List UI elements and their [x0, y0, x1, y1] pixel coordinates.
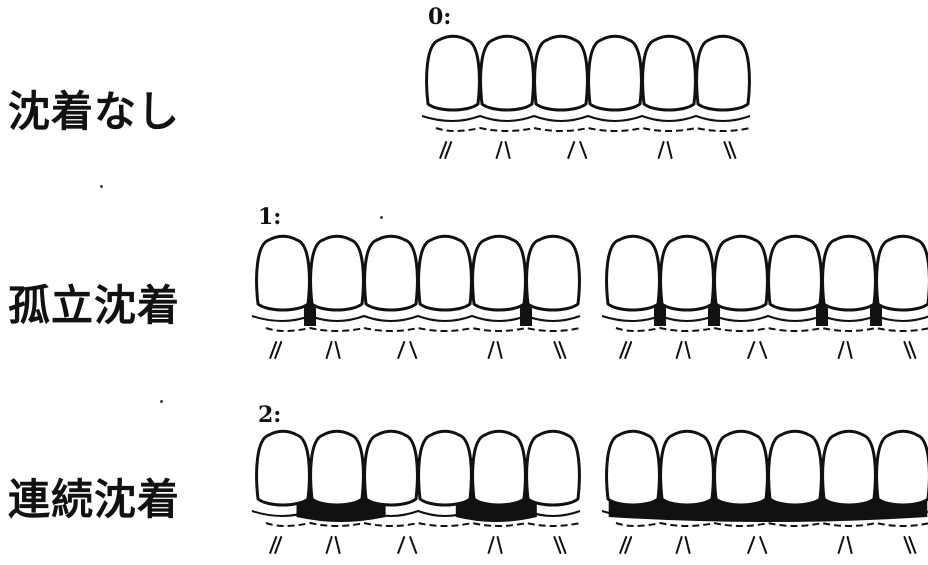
tooth: [419, 236, 472, 310]
tooth: [823, 236, 876, 310]
scan-speck: [380, 216, 383, 219]
tooth: [473, 236, 526, 310]
root-mark: [748, 537, 766, 553]
root-mark: [839, 537, 852, 553]
tooth: [427, 36, 480, 110]
teeth-illustration-grade1-b: [600, 230, 928, 370]
tooth: [527, 236, 580, 310]
tooth: [607, 236, 660, 310]
tooth: [877, 236, 928, 310]
tooth: [311, 431, 364, 505]
root-mark: [327, 537, 340, 553]
root-mark: [398, 342, 416, 358]
gum-contour-dashed: [266, 523, 580, 526]
teeth-illustration-grade1-a: [250, 230, 590, 370]
root-mark: [568, 142, 586, 158]
gum-contour-dashed: [266, 328, 580, 331]
teeth-illustration-grade2-b: [600, 425, 928, 565]
root-mark: [489, 342, 502, 358]
scan-speck: [160, 400, 163, 403]
root-mark: [659, 142, 672, 158]
tooth: [257, 431, 310, 505]
root-mark: [620, 342, 631, 358]
teeth-illustration-grade2-a: [250, 425, 590, 565]
tooth: [661, 236, 714, 310]
root-mark: [677, 537, 690, 553]
root-mark: [270, 537, 281, 553]
grade-label-1: 1:: [258, 204, 281, 230]
tooth: [365, 236, 418, 310]
tooth: [365, 431, 418, 505]
tooth: [715, 431, 768, 505]
root-mark: [677, 342, 690, 358]
tooth: [419, 431, 472, 505]
root-mark: [554, 537, 565, 553]
root-mark: [620, 537, 631, 553]
tooth: [311, 236, 364, 310]
tooth: [823, 431, 876, 505]
tooth: [697, 36, 750, 110]
category-label-isolated: 孤立沈着: [8, 272, 180, 333]
gum-contour-dashed: [436, 128, 750, 131]
tooth: [527, 431, 580, 505]
tooth: [715, 236, 768, 310]
root-mark: [327, 342, 340, 358]
root-mark: [270, 342, 281, 358]
scan-speck: [100, 185, 103, 188]
category-label-none: 沈着なし: [8, 78, 180, 139]
gum-contour-dashed: [616, 328, 928, 331]
root-mark: [489, 537, 502, 553]
tooth: [257, 236, 310, 310]
grade-label-0: 0:: [428, 4, 451, 30]
tooth: [607, 431, 660, 505]
gum-contour-dashed: [616, 523, 928, 526]
root-mark: [724, 142, 735, 158]
tooth: [769, 236, 822, 310]
root-mark: [497, 142, 510, 158]
teeth-illustration-grade0: [420, 30, 760, 160]
root-mark: [748, 342, 766, 358]
tooth: [877, 431, 928, 505]
root-mark: [904, 537, 915, 553]
root-mark: [839, 342, 852, 358]
tooth: [481, 36, 534, 110]
tooth: [589, 36, 642, 110]
tooth: [643, 36, 696, 110]
gum-line: [422, 116, 750, 121]
tooth: [769, 431, 822, 505]
tooth: [473, 431, 526, 505]
category-label-continuous: 連続沈着: [8, 466, 180, 527]
tooth: [661, 431, 714, 505]
root-mark: [440, 142, 451, 158]
tooth: [535, 36, 588, 110]
root-mark: [904, 342, 915, 358]
root-mark: [554, 342, 565, 358]
root-mark: [398, 537, 416, 553]
